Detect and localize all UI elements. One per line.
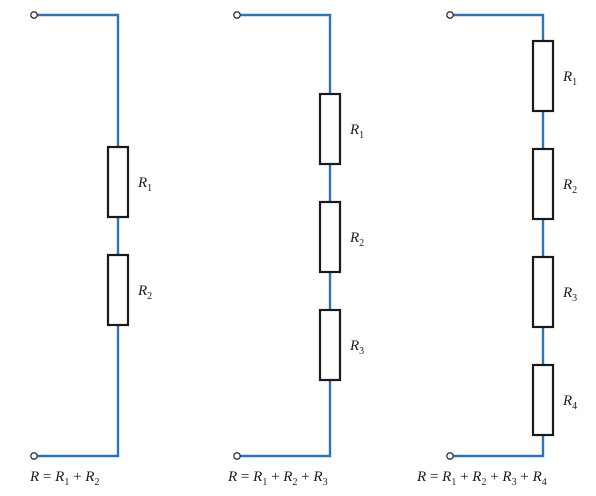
resistor-R1 bbox=[106, 145, 130, 219]
resistor-label-R3: R3 bbox=[562, 285, 577, 304]
resistor-label-R3: R3 bbox=[349, 338, 364, 357]
resistor-R1 bbox=[318, 92, 342, 166]
circuit-1-bottom-terminal bbox=[30, 452, 38, 460]
circuit-2-wire bbox=[237, 13, 332, 458]
circuit-1-wire bbox=[34, 13, 120, 458]
resistor-R1 bbox=[531, 39, 555, 113]
circuit-2-formula: R = R1 + R2 + R3 bbox=[227, 469, 328, 488]
circuit-3-top-terminal bbox=[446, 11, 454, 19]
resistor-R3 bbox=[318, 308, 342, 382]
resistor-label-R1: R1 bbox=[562, 69, 577, 88]
resistor-R2 bbox=[531, 147, 555, 221]
circuit-2-top-terminal bbox=[233, 11, 241, 19]
resistor-label-R1: R1 bbox=[349, 122, 364, 141]
resistor-label-R2: R2 bbox=[562, 177, 577, 196]
resistor-label-R2: R2 bbox=[137, 283, 152, 302]
resistor-label-R1: R1 bbox=[137, 175, 152, 194]
circuit-3-wire bbox=[450, 13, 545, 458]
circuit-3-formula: R = R1 + R2 + R3 + R4 bbox=[416, 469, 547, 488]
resistor-R3 bbox=[531, 255, 555, 329]
resistor-label-R4: R4 bbox=[562, 393, 577, 412]
circuit-3-bottom-terminal bbox=[446, 452, 454, 460]
resistor-R2 bbox=[106, 253, 130, 327]
circuit-1-formula: R = R1 + R2 bbox=[29, 469, 99, 488]
resistor-R4 bbox=[531, 363, 555, 437]
circuit-1-top-terminal bbox=[30, 11, 38, 19]
resistor-label-R2: R2 bbox=[349, 230, 364, 249]
resistor-R2 bbox=[318, 200, 342, 274]
circuit-2-bottom-terminal bbox=[233, 452, 241, 460]
